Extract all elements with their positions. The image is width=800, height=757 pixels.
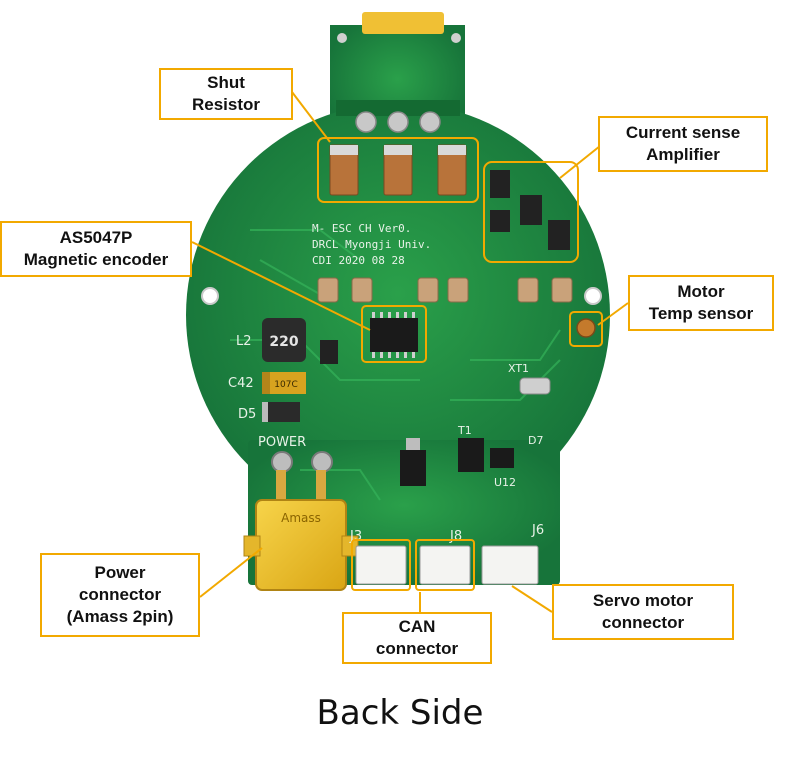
j8-highlight bbox=[415, 539, 475, 591]
as5047p-chip bbox=[370, 312, 418, 358]
misc-components: T1 D7 U12 XT1 bbox=[320, 340, 551, 489]
svg-text:T1: T1 bbox=[457, 424, 472, 437]
j3-highlight bbox=[351, 539, 411, 591]
temp-sensor-highlight bbox=[569, 311, 603, 347]
svg-text:D7: D7 bbox=[528, 434, 543, 447]
svg-text:220: 220 bbox=[269, 334, 298, 350]
svg-text:J6: J6 bbox=[531, 523, 544, 538]
capacitor-c42: 107C C42 bbox=[228, 372, 306, 394]
svg-text:J3: J3 bbox=[349, 529, 362, 544]
callout-lines bbox=[191, 91, 629, 613]
board-silkscreen: M- ESC CH Ver0. DRCL Myongji Univ. CDI 2… bbox=[312, 222, 431, 267]
mounting-hole-left bbox=[201, 287, 219, 305]
svg-text:L2: L2 bbox=[236, 334, 252, 349]
svg-text:Amass: Amass bbox=[281, 511, 321, 525]
svg-text:XT1: XT1 bbox=[508, 362, 529, 375]
callout-can-connector: CAN connector bbox=[342, 612, 492, 664]
inductor-l2: 220 L2 bbox=[236, 318, 306, 362]
top-xt-connector bbox=[336, 12, 460, 133]
power-connector: POWER Amass bbox=[243, 435, 359, 591]
highlight-boxes bbox=[317, 137, 603, 591]
callout-as5047p-encoder: AS5047P Magnetic encoder bbox=[0, 221, 192, 277]
callout-shunt-resistor: Shut Resistor bbox=[159, 68, 293, 120]
encoder-highlight bbox=[361, 305, 427, 363]
current-sense-highlight bbox=[483, 161, 579, 263]
svg-text:107C: 107C bbox=[274, 380, 297, 390]
shunt-highlight bbox=[317, 137, 479, 203]
figure-caption: Back Side bbox=[316, 693, 484, 733]
capacitors-row bbox=[317, 277, 573, 303]
current-sense-chips bbox=[490, 170, 570, 250]
diode-d5: D5 bbox=[238, 402, 300, 422]
svg-text:M- ESC CH Ver0.: M- ESC CH Ver0. bbox=[312, 222, 411, 235]
callout-current-sense-amplifier: Current sense Amplifier bbox=[598, 116, 768, 172]
mounting-hole-top-right bbox=[451, 33, 461, 43]
svg-text:DRCL Myongji Univ.: DRCL Myongji Univ. bbox=[312, 238, 431, 251]
svg-text:CDI 2020 08 28: CDI 2020 08 28 bbox=[312, 254, 405, 267]
callout-power-connector: Power connector (Amass 2pin) bbox=[40, 553, 200, 637]
svg-text:J8: J8 bbox=[449, 529, 462, 544]
svg-text:C42: C42 bbox=[228, 376, 254, 391]
mounting-hole-top-left bbox=[337, 33, 347, 43]
motor-temp-sensor bbox=[576, 318, 596, 338]
callout-servo-motor-connector: Servo motor connector bbox=[552, 584, 734, 640]
svg-text:D5: D5 bbox=[238, 407, 256, 422]
mounting-hole-right bbox=[584, 287, 602, 305]
shunt-resistors bbox=[329, 144, 467, 196]
callout-motor-temp-sensor: Motor Temp sensor bbox=[628, 275, 774, 331]
svg-text:POWER: POWER bbox=[258, 435, 306, 450]
svg-text:U12: U12 bbox=[494, 476, 516, 489]
